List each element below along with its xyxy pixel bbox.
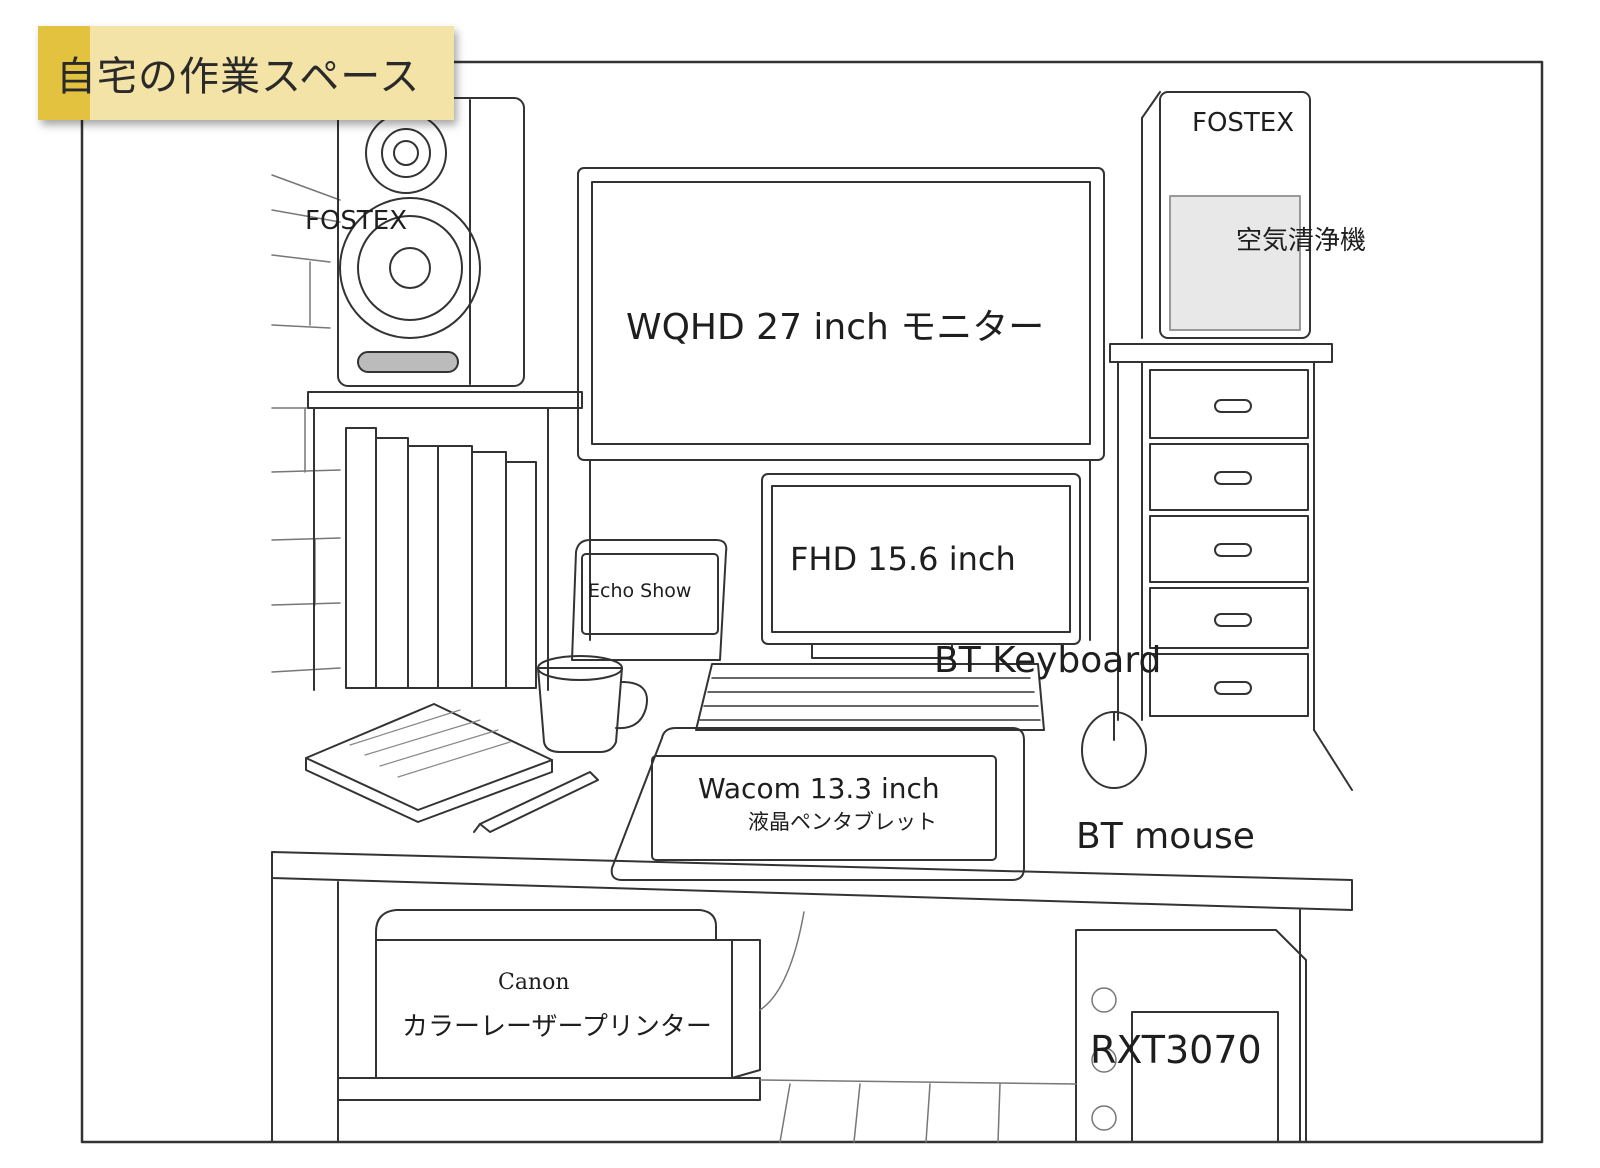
- notebook-icon: [305, 703, 553, 823]
- speaker-left-icon: [337, 97, 525, 387]
- page-title: 自宅の作業スペース: [56, 54, 421, 100]
- label-main-monitor: WQHD 27 inch モニター: [626, 307, 1045, 348]
- echo-show-icon: [571, 539, 728, 661]
- label-sub-monitor: FHD 15.6 inch: [790, 540, 1016, 578]
- pen-tablet-icon: [610, 727, 1025, 881]
- title-banner: [38, 26, 454, 120]
- keyboard-icon: [695, 663, 1045, 731]
- air-purifier-icon: [1141, 91, 1311, 339]
- label-speaker-right: FOSTEX: [1192, 108, 1295, 138]
- desk-icon: [271, 729, 1353, 1143]
- pc-tower-icon: [1075, 929, 1307, 1143]
- floor-planks: [759, 911, 1077, 1143]
- printer-icon: [337, 909, 761, 1101]
- label-mouse: BT mouse: [1076, 816, 1255, 857]
- bookshelf-icon: [307, 391, 583, 691]
- sub-monitor-icon: [761, 473, 1081, 659]
- label-air-purifier: 空気清浄機: [1236, 226, 1367, 256]
- main-monitor-icon: [577, 167, 1105, 641]
- illustration-frame: [80, 60, 1544, 1144]
- label-gpu: RXT3070: [1090, 1028, 1262, 1072]
- label-printer-brand: Canon: [498, 970, 570, 995]
- label-printer-type: カラーレーザープリンター: [402, 1012, 712, 1042]
- brick-wall: [271, 174, 341, 673]
- label-tablet-model: Wacom 13.3 inch: [698, 772, 940, 805]
- drawer-cabinet-icon: [1109, 343, 1333, 731]
- label-echo-show: Echo Show: [588, 580, 692, 602]
- label-keyboard: BT Keyboard: [934, 640, 1162, 681]
- label-tablet-type: 液晶ペンタブレット: [748, 810, 937, 834]
- label-speaker-left: FOSTEX: [305, 206, 408, 236]
- pen-icon: [473, 771, 599, 833]
- mouse-icon: [1081, 711, 1147, 789]
- mug-icon: [537, 655, 648, 753]
